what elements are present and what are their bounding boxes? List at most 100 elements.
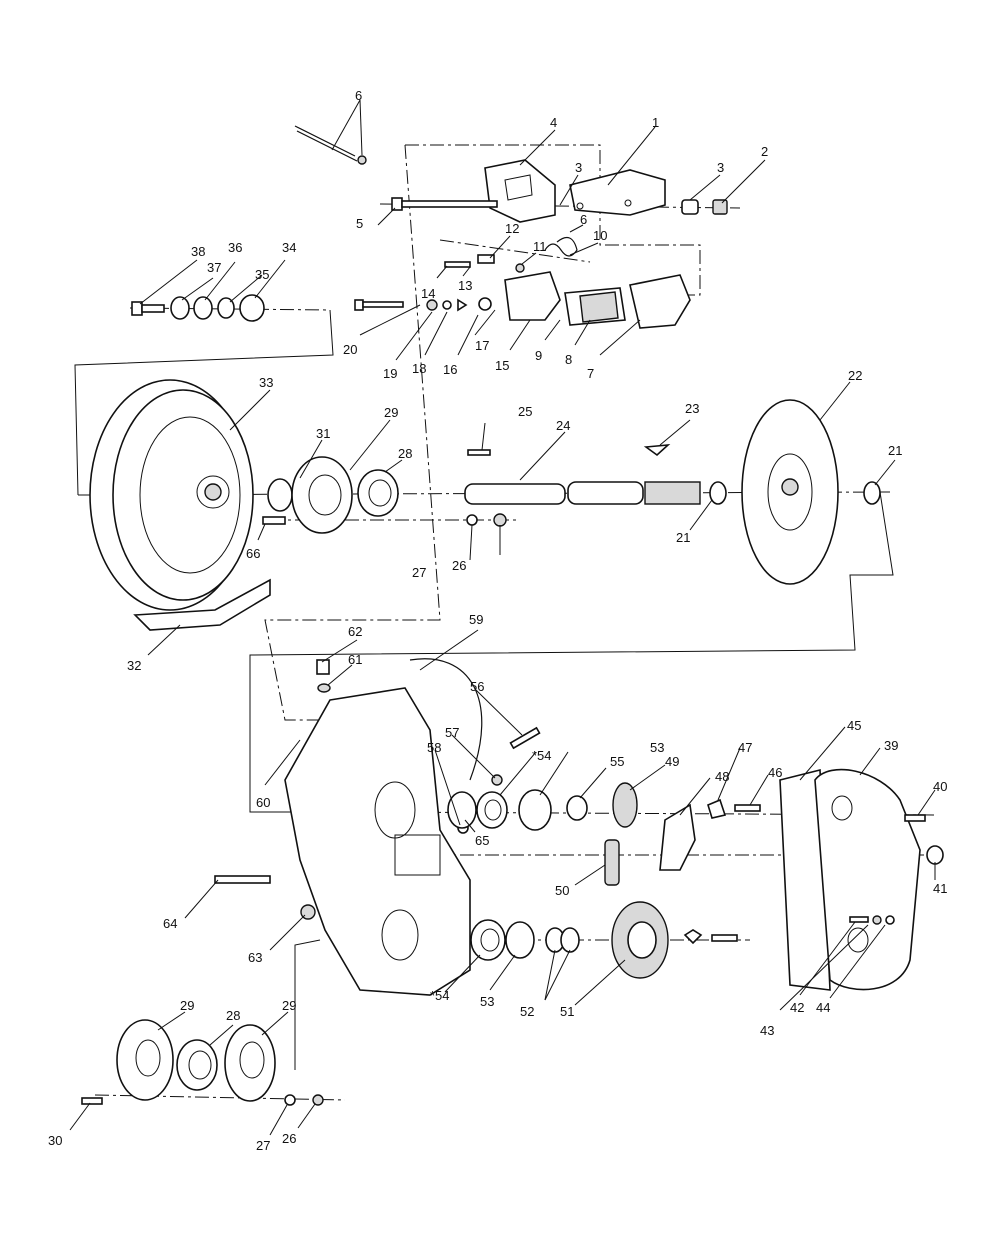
snap-ring-part-53b — [505, 921, 535, 959]
callout-23: 23 — [685, 401, 699, 416]
bracket-part-4 — [484, 159, 556, 223]
callout-65: 65 — [475, 833, 489, 848]
washer-part-61 — [317, 683, 331, 693]
callout-6b: 6 — [580, 212, 587, 227]
callout-19: 19 — [383, 366, 397, 381]
callout-25: 25 — [518, 404, 532, 419]
bearing-part-28b — [176, 1039, 218, 1091]
callout-56: 56 — [470, 679, 484, 694]
callout-20: 20 — [343, 342, 357, 357]
callout-55: 55 — [610, 754, 624, 769]
gear-part-51 — [611, 901, 669, 979]
ring-part-21a — [709, 481, 727, 505]
callout-39: 39 — [884, 738, 898, 753]
plug-part-41 — [926, 845, 944, 865]
callout-50: 50 — [555, 883, 569, 898]
callout-59: 59 — [469, 612, 483, 627]
bearing-part-28 — [357, 469, 399, 517]
callout-63: 63 — [248, 950, 262, 965]
callout-18: 18 — [412, 361, 426, 376]
callout-42: 42 — [790, 1000, 804, 1015]
callout-44: 44 — [816, 1000, 830, 1015]
nut-part-26b — [312, 1094, 324, 1106]
bolt-part-64 — [214, 875, 271, 884]
callout-26a: 26 — [452, 558, 466, 573]
callout-33: 33 — [259, 375, 273, 390]
callout-51: 51 — [560, 1004, 574, 1019]
callout-46: 46 — [768, 765, 782, 780]
flange-part-29c — [224, 1024, 276, 1102]
snap-ring-part-53a — [518, 789, 552, 831]
callout-40: 40 — [933, 779, 947, 794]
callout-35: 35 — [255, 267, 269, 282]
cover-part-39 — [814, 768, 921, 991]
belt-segment-part-32 — [133, 578, 271, 631]
callout-37: 37 — [207, 260, 221, 275]
callout-52: 52 — [520, 1004, 534, 1019]
callout-32: 32 — [127, 658, 141, 673]
callout-54a: *54 — [532, 748, 552, 763]
brake-pads-part-8-9 — [564, 287, 626, 326]
callout-43: 43 — [760, 1023, 774, 1038]
spacer-part-55 — [566, 795, 588, 821]
callout-29a: 29 — [384, 405, 398, 420]
callout-26b: 26 — [282, 1131, 296, 1146]
callout-30: 30 — [48, 1133, 62, 1148]
callout-29b: 29 — [180, 998, 194, 1013]
arm-part-48 — [659, 803, 696, 871]
washers-part-52 — [545, 927, 580, 953]
callout-13: 13 — [458, 278, 472, 293]
washer-part-27 — [466, 514, 478, 526]
callout-45: 45 — [847, 718, 861, 733]
cable-part-6 — [294, 125, 367, 165]
callout-38: 38 — [191, 244, 205, 259]
lever-part-15 — [504, 271, 561, 321]
bolt-part-20 — [354, 297, 492, 312]
screw-part-14 — [444, 261, 471, 268]
callout-48: 48 — [715, 769, 729, 784]
callout-5: 5 — [356, 216, 363, 231]
screw-part-30 — [81, 1097, 103, 1105]
bracket-part-7 — [629, 274, 691, 329]
bolt-part-5 — [391, 197, 498, 211]
spacer-part-3 — [681, 199, 699, 215]
bolt-part-46 — [734, 804, 761, 812]
callout-57: 57 — [445, 725, 459, 740]
shaft-part-24 — [464, 481, 701, 505]
callout-21b: 21 — [888, 443, 902, 458]
callout-9: 9 — [535, 348, 542, 363]
washer-part-27b — [284, 1094, 296, 1106]
chain-part-50 — [604, 839, 620, 886]
gasket-part-45 — [779, 768, 831, 991]
callout-10: 10 — [593, 228, 607, 243]
callout-61: 61 — [348, 652, 362, 667]
fasteners-part-42-44 — [849, 915, 895, 925]
callout-4: 4 — [550, 115, 557, 130]
washer-part-31 — [267, 478, 293, 512]
callout-3b: 3 — [717, 160, 724, 175]
nut-part-26 — [493, 513, 507, 527]
callout-27a: 27 — [412, 565, 426, 580]
callout-54b: *54 — [430, 988, 450, 1003]
seal-part-65 — [447, 791, 477, 829]
callout-14: 14 — [421, 286, 435, 301]
callout-28b: 28 — [226, 1008, 240, 1023]
pin-part-12 — [477, 254, 495, 264]
callout-17: 17 — [475, 338, 489, 353]
callout-7: 7 — [587, 366, 594, 381]
bolt-part-56 — [509, 726, 541, 750]
callout-15: 15 — [495, 358, 509, 373]
callout-12: 12 — [505, 221, 519, 236]
key-part-25 — [467, 449, 491, 456]
sprocket-part-49 — [612, 782, 638, 828]
callout-8: 8 — [565, 352, 572, 367]
nut-part-11 — [515, 263, 525, 273]
callout-6a: 6 — [355, 88, 362, 103]
pulley-part-33 — [89, 379, 254, 611]
flange-part-29 — [291, 456, 353, 534]
callout-labels: 6 4 1 2 3 3 6 5 10 12 11 38 36 34 37 35 … — [48, 88, 947, 1153]
callout-29c: 29 — [282, 998, 296, 1013]
cable-part-59 — [409, 658, 483, 781]
